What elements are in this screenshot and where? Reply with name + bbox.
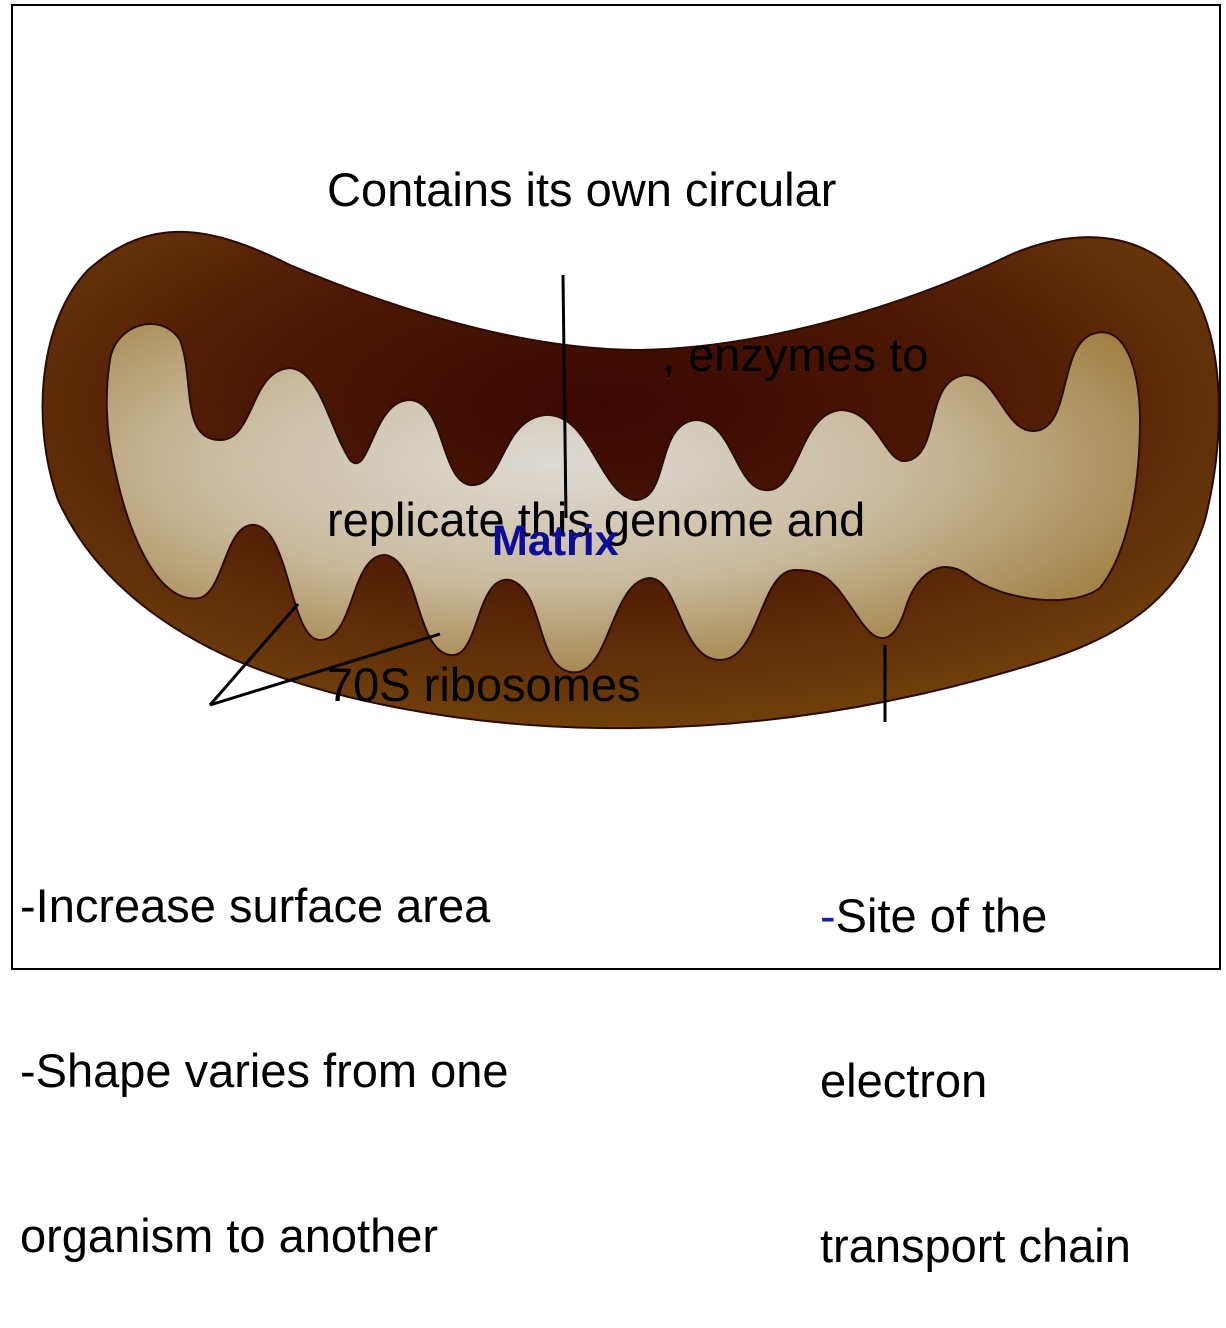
etc-annotation-line-1-text: Site of the <box>836 889 1048 942</box>
etc-annotation: -Site of the electron transport chain <box>820 778 1131 1328</box>
cristae-annotation-line-2: -Shape varies from one <box>20 1043 509 1098</box>
dna-annotation-line-2: , enzymes to <box>327 327 928 382</box>
dna-annotation-line-3: replicate this genome and <box>327 492 928 547</box>
etc-blue-dash: - <box>820 889 836 942</box>
cristae-annotation-line-1: -Increase surface area <box>20 878 509 933</box>
matrix-label: Matrix <box>492 516 619 566</box>
etc-annotation-line-3: transport chain <box>820 1218 1131 1273</box>
etc-annotation-line-2: electron <box>820 1053 1131 1108</box>
dna-annotation: Contains its own circular , enzymes to r… <box>327 52 928 767</box>
cristae-annotation: -Increase surface area -Shape varies fro… <box>20 768 509 1318</box>
cristae-annotation-line-3: organism to another <box>20 1208 509 1263</box>
dna-annotation-line-4: 70S ribosomes <box>327 657 928 712</box>
dna-annotation-line-1: Contains its own circular <box>327 162 928 217</box>
etc-annotation-line-1: -Site of the <box>820 888 1131 943</box>
